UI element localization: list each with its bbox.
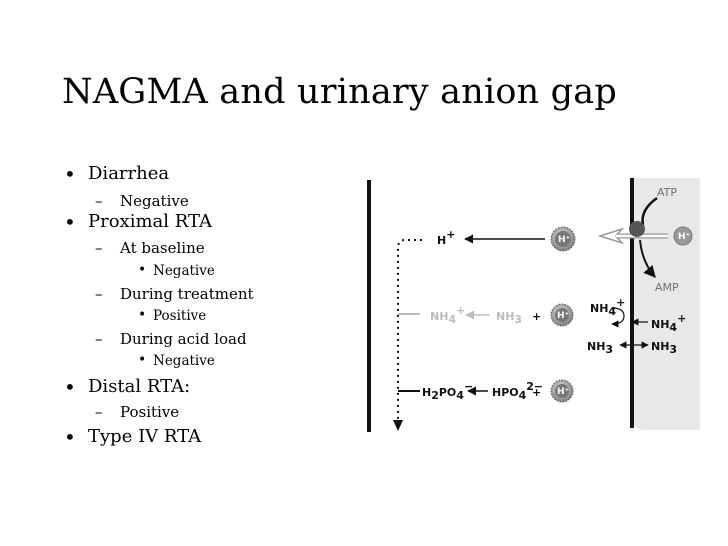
bullet-list: • Diarrhea – Negative • Proximal RTA – A… <box>0 0 340 546</box>
bullet-acid-load-negative: • Negative <box>138 352 215 369</box>
dash-marker: – <box>95 330 103 348</box>
nh4-loop-arrow <box>611 307 625 328</box>
bullet-at-baseline: – At baseline <box>95 239 205 257</box>
bullet-text: During acid load <box>120 330 247 348</box>
atp-curve-arrow <box>641 196 658 226</box>
down-arrow-icon <box>393 420 403 431</box>
bullet-marker: • <box>138 307 147 323</box>
plus-sign-2: + <box>532 386 541 399</box>
bullet-text: Proximal RTA <box>88 211 212 232</box>
bullet-text: Distal RTA: <box>88 376 191 397</box>
nh4-lumen-label: NH4+ <box>430 304 465 326</box>
bullet-treatment-positive: • Positive <box>138 307 207 324</box>
hpo4-label: HPO42− <box>492 380 543 402</box>
dash-marker: – <box>95 192 103 210</box>
dash-marker: – <box>95 239 103 257</box>
dash-marker: – <box>95 403 103 421</box>
h2po4-label: H2PO4− <box>422 380 473 402</box>
bullet-text: Positive <box>153 308 207 324</box>
ion-h-2: H⁺ <box>550 303 574 327</box>
bullet-marker: • <box>138 262 147 278</box>
amp-label: AMP <box>655 281 679 294</box>
plus-sign-1: + <box>532 310 541 323</box>
tubule-diagram: H+ H⁺ ATP H⁺ AMP NH4+ NH3 + H⁺ NH4+ <box>367 178 700 432</box>
nh3-membrane-label: NH3 <box>587 340 613 356</box>
atp-label: ATP <box>657 186 677 199</box>
bullet-during-treatment: – During treatment <box>95 285 254 303</box>
bullet-distal-rta: • Distal RTA: <box>64 375 191 399</box>
h-plus-label: H+ <box>437 228 455 247</box>
bullet-text: At baseline <box>120 239 205 257</box>
bullet-distal-positive: – Positive <box>95 403 180 421</box>
bullet-marker: • <box>64 375 76 399</box>
bullet-type-iv-rta: • Type IV RTA <box>64 425 202 449</box>
bullet-text: Negative <box>153 353 215 369</box>
amp-curve-arrow <box>639 239 656 278</box>
bullet-text: Positive <box>120 403 180 421</box>
bullet-marker: • <box>64 425 76 449</box>
bullet-diarrhea: • Diarrhea <box>64 162 170 186</box>
bullet-during-acid-load: – During acid load <box>95 330 247 348</box>
svg-text:H⁺: H⁺ <box>678 232 691 242</box>
bullet-marker: • <box>64 210 76 234</box>
ion-h-cell: H⁺ <box>673 226 693 246</box>
nh4-membrane-label: NH4+ <box>590 296 625 318</box>
svg-text:H⁺: H⁺ <box>558 235 571 245</box>
bullet-text: Negative <box>153 263 215 279</box>
bullet-text: Diarrhea <box>88 163 170 184</box>
slide-title: NAGMA and urinary anion gap <box>62 72 617 112</box>
dotted-flow-path <box>397 239 422 420</box>
bullet-proximal-rta: • Proximal RTA <box>64 210 212 234</box>
bullet-marker: • <box>64 162 76 186</box>
dash-marker: – <box>95 285 103 303</box>
bullet-text: Negative <box>120 192 189 210</box>
svg-text:H⁺: H⁺ <box>557 387 570 397</box>
bullet-marker: • <box>138 352 147 368</box>
nh3-lumen-label: NH3 <box>496 310 522 326</box>
bullet-diarrhea-negative: – Negative <box>95 192 189 210</box>
svg-text:H⁺: H⁺ <box>557 311 570 321</box>
ion-h-3: H⁺ <box>550 379 574 403</box>
nh4-cell-label: NH4+ <box>651 312 686 334</box>
nh3-cell-label: NH3 <box>651 340 677 356</box>
pump-transporter-icon <box>629 221 645 237</box>
bullet-baseline-negative: • Negative <box>138 262 215 279</box>
bullet-text: Type IV RTA <box>88 426 202 447</box>
bullet-text: During treatment <box>120 285 254 303</box>
ion-h-1: H⁺ <box>550 226 576 252</box>
